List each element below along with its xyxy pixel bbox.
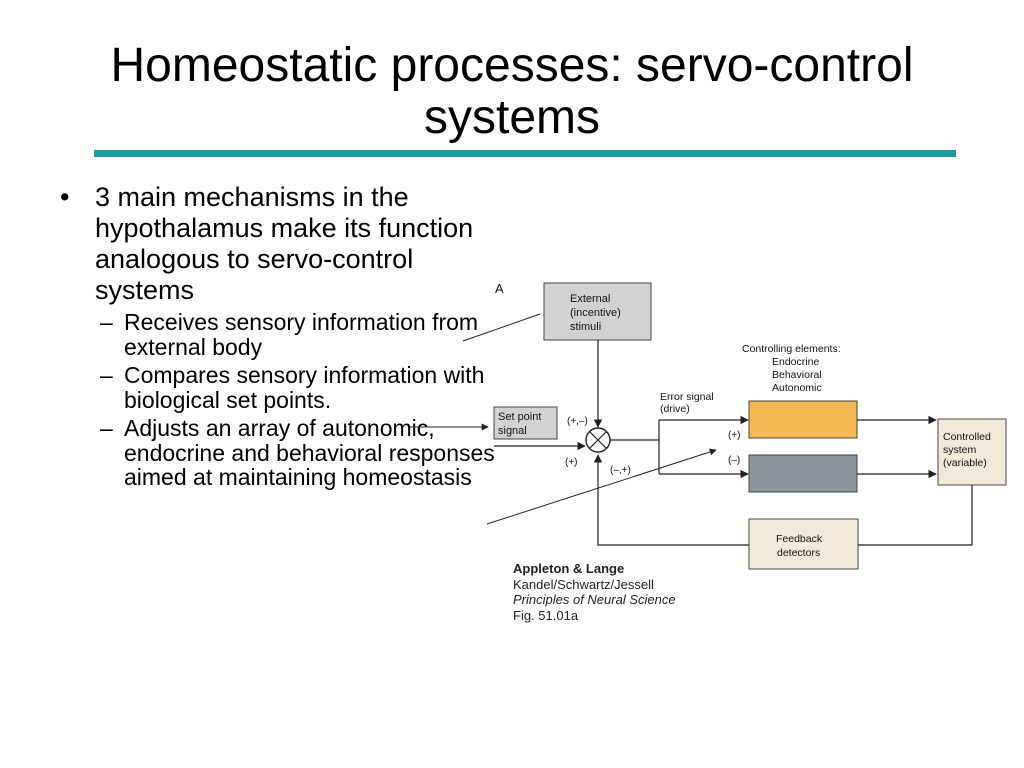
caption-authors: Kandel/Schwartz/Jessell: [513, 576, 654, 592]
plus-sign: (+): [728, 430, 741, 441]
sign-top: (+,–): [567, 416, 588, 427]
feedback-detectors-box: [748, 518, 859, 570]
sub-bullet: – Receives sensory information from exte…: [60, 310, 500, 359]
set-point-line: Set point: [498, 411, 541, 423]
comparator-cross: [589, 431, 607, 449]
feedback-line: detectors: [777, 547, 820, 559]
sub-bullet-list: – Receives sensory information from exte…: [60, 310, 500, 490]
pointer-line: [462, 313, 541, 342]
controlling-item: Autonomic: [772, 382, 822, 394]
error-signal-line-connector: [610, 420, 660, 441]
caption-figure: Fig. 51.01a: [513, 607, 579, 623]
controlled-to-feedback-line: [858, 485, 973, 546]
figure-caption: Appleton & Lange Kandel/Schwartz/Jessell…: [513, 561, 676, 623]
panel-label: A: [495, 281, 504, 296]
sub-bullet-text: Adjusts an array of autonomic, endocrine…: [124, 415, 495, 490]
caption-book: Principles of Neural Science: [513, 592, 676, 607]
error-signal-line: Error signal: [660, 391, 714, 403]
error-signal-line: (drive): [660, 403, 690, 415]
dash-icon: –: [100, 309, 113, 335]
sub-bullet: – Compares sensory information with biol…: [60, 363, 500, 412]
external-line: External: [570, 293, 610, 305]
sub-bullet: – Adjusts an array of autonomic, endocri…: [60, 416, 500, 490]
set-point-box: [493, 406, 558, 440]
controlling-item: Endocrine: [772, 356, 819, 368]
slide-title: Homeostatic processes: servo-control sys…: [110, 39, 914, 144]
sign-bottom: (–,+): [610, 465, 631, 476]
sub-bullet-text: Receives sensory information from extern…: [124, 309, 479, 360]
controlling-element-negative: [748, 454, 858, 493]
title-underline: [94, 150, 956, 157]
dash-icon: –: [100, 415, 113, 441]
pointer-line: [486, 448, 717, 525]
bullet-list: • 3 main mechanisms in the hypothalamus …: [60, 182, 500, 494]
bullet-main-text: 3 main mechanisms in the hypothalamus ma…: [95, 182, 474, 305]
sign-left: (+): [565, 457, 578, 468]
bullet-dot-icon: •: [60, 182, 70, 212]
feedback-line: Feedback: [776, 533, 823, 545]
controlled-line: (variable): [943, 457, 987, 469]
external-line: stimuli: [570, 321, 601, 333]
controlling-label: Controlling elements:: [742, 343, 841, 355]
sub-bullet-text: Compares sensory information with biolog…: [124, 362, 485, 413]
external-stimuli-box: [543, 282, 652, 341]
set-point-line: signal: [498, 425, 527, 437]
minus-sign: (–): [728, 455, 740, 466]
controlled-system-box: [937, 418, 1007, 486]
caption-publisher: Appleton & Lange: [513, 561, 625, 576]
controlling-item: Behavioral: [772, 369, 822, 381]
controlled-line: Controlled: [943, 431, 991, 443]
controlling-element-positive: [748, 400, 858, 439]
controlled-line: system: [943, 444, 977, 456]
external-line: (incentive): [570, 307, 621, 319]
bullet-main: • 3 main mechanisms in the hypothalamus …: [60, 182, 500, 306]
feedback-to-comparator-line: [593, 454, 749, 546]
dash-icon: –: [100, 362, 113, 388]
